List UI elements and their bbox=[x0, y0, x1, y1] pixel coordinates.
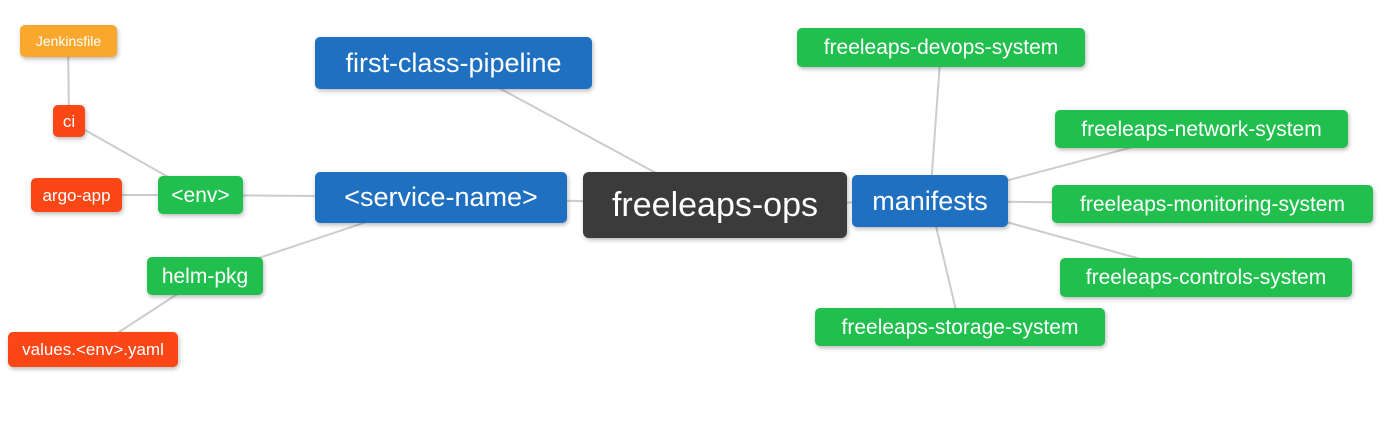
node-freeleaps-monitoring-system[interactable]: freeleaps-monitoring-system bbox=[1052, 185, 1373, 223]
node-jenkinsfile[interactable]: Jenkinsfile bbox=[20, 25, 117, 57]
node-helm-pkg[interactable]: helm-pkg bbox=[147, 257, 263, 295]
node-first-class-pipeline[interactable]: first-class-pipeline bbox=[315, 37, 592, 89]
node-freeleaps-controls-system[interactable]: freeleaps-controls-system bbox=[1060, 258, 1352, 297]
node-service-name[interactable]: <service-name> bbox=[315, 172, 567, 223]
node-env[interactable]: <env> bbox=[158, 176, 243, 214]
node-freeleaps-ops-root[interactable]: freeleaps-ops bbox=[583, 172, 847, 238]
node-values-env-yaml[interactable]: values.<env>.yaml bbox=[8, 332, 178, 367]
node-freeleaps-network-system[interactable]: freeleaps-network-system bbox=[1055, 110, 1348, 148]
node-argo-app[interactable]: argo-app bbox=[31, 178, 122, 212]
node-manifests[interactable]: manifests bbox=[852, 175, 1008, 227]
node-freeleaps-storage-system[interactable]: freeleaps-storage-system bbox=[815, 308, 1105, 346]
node-ci[interactable]: ci bbox=[53, 105, 85, 137]
node-freeleaps-devops-system[interactable]: freeleaps-devops-system bbox=[797, 28, 1085, 67]
